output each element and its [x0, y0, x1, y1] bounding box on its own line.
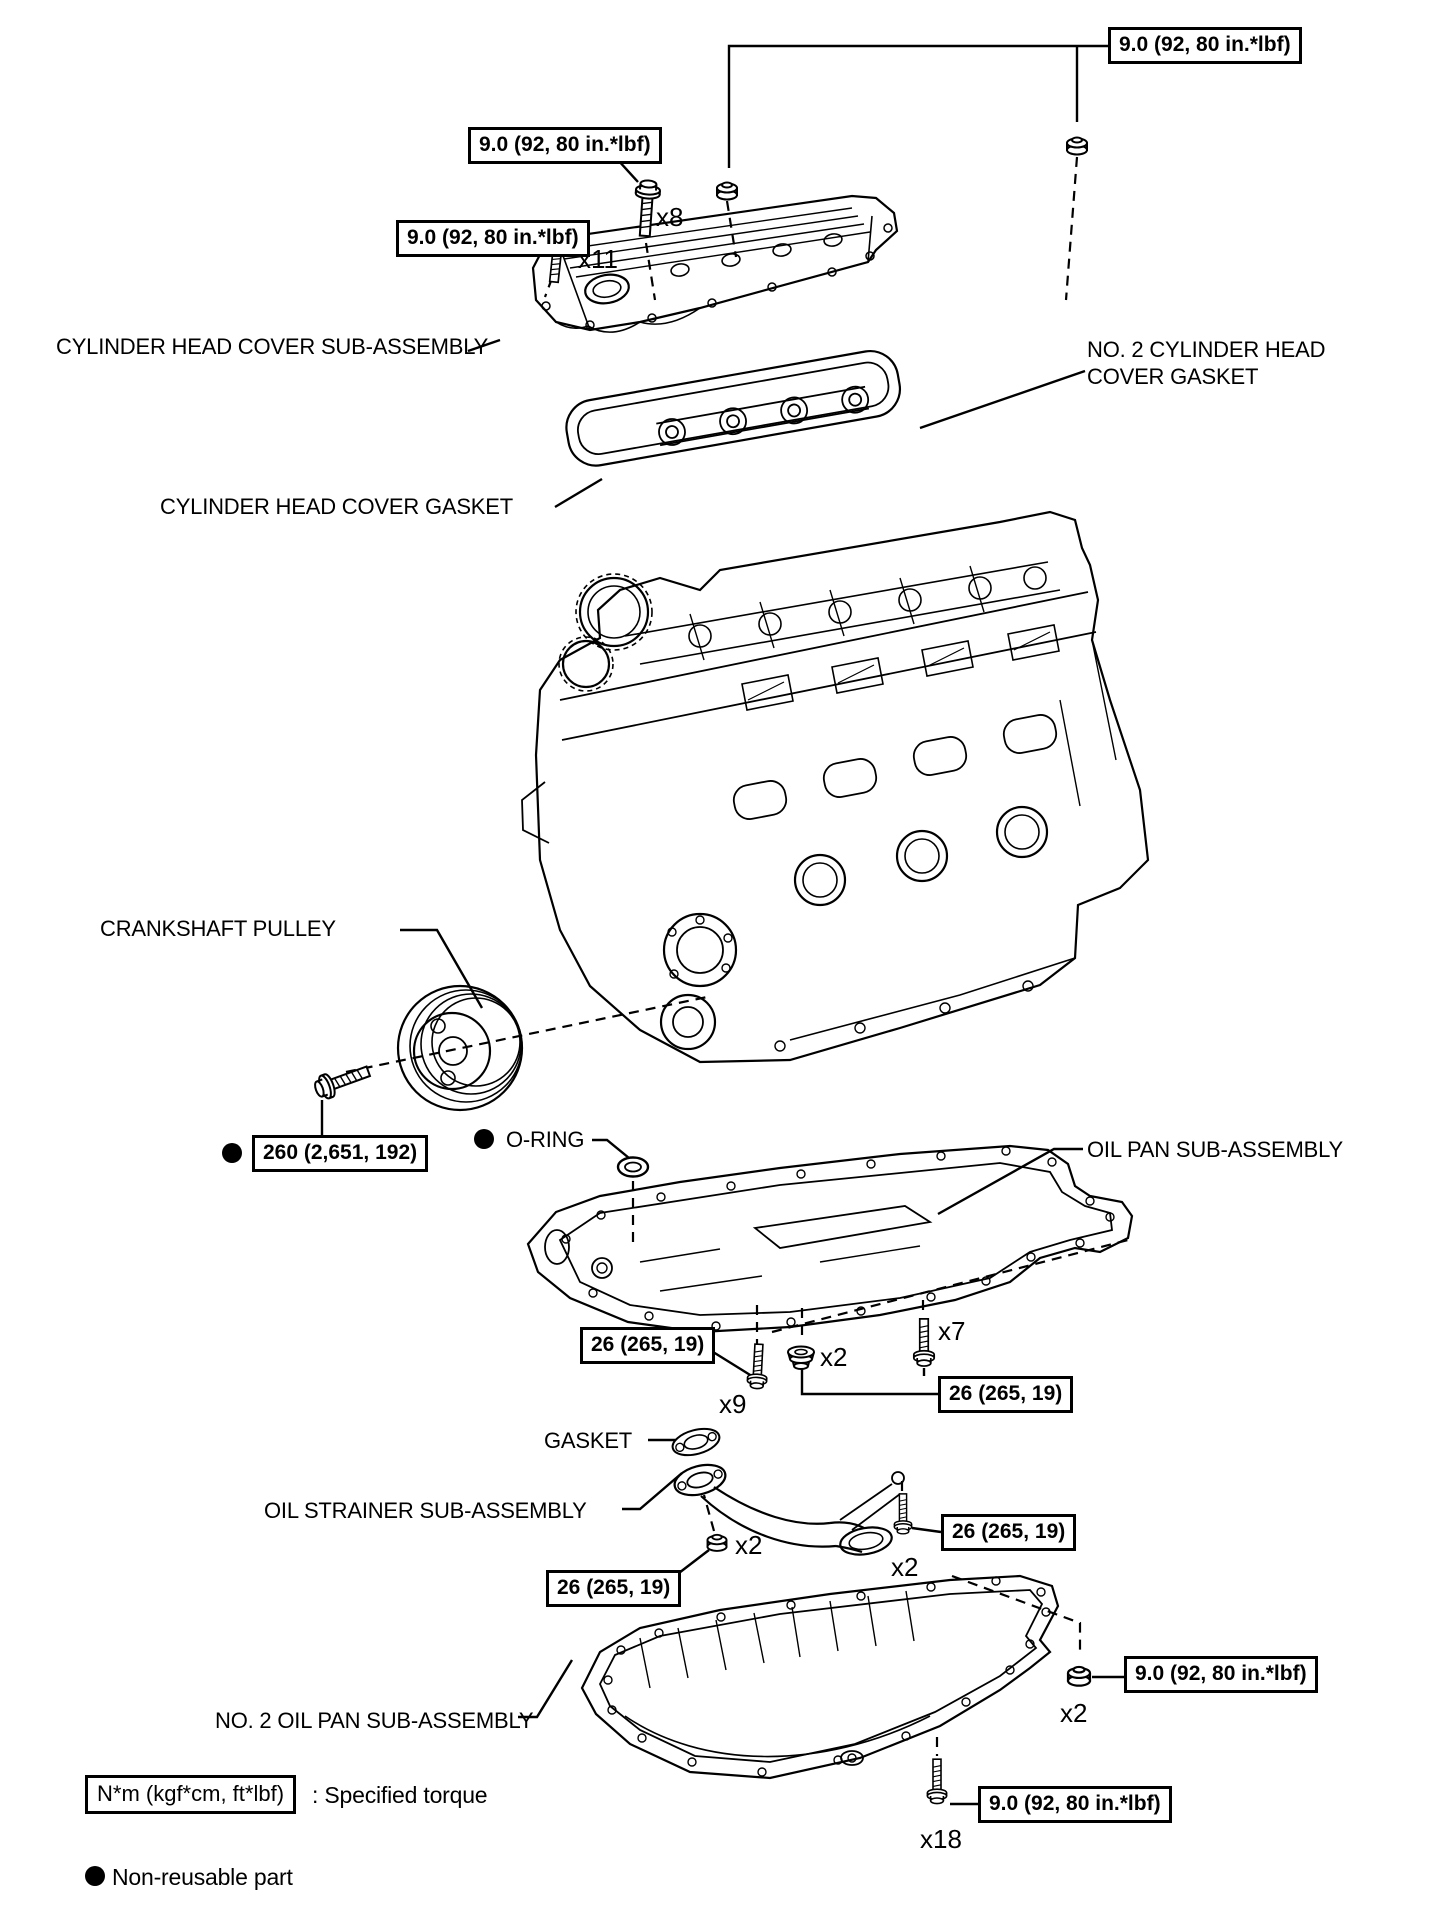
- torque-box-head-cover-nuts: 9.0 (92, 80 in.*lbf): [1108, 27, 1302, 64]
- non-reusable-dot-o-ring: [474, 1129, 494, 1149]
- torque-box-strainer-bolts: 26 (265, 19): [941, 1514, 1077, 1551]
- crankshaft-pulley-drawing: [396, 984, 524, 1112]
- count-strainer-nuts-x2: x2: [735, 1530, 763, 1560]
- engine-block-drawing: [521, 510, 1150, 1064]
- oil-pan-drawing: [526, 1144, 1134, 1334]
- count-oil-pan-bolts-x9: x9: [719, 1389, 747, 1419]
- oil-pan-plug-x2: [787, 1345, 815, 1370]
- legend-torque-unit-box: N*m (kgf*cm, ft*lbf): [85, 1775, 297, 1814]
- head-cover-gasket-drawing: [565, 349, 902, 467]
- torque-box-no2-pan-bolts-x18: 9.0 (92, 80 in.*lbf): [978, 1786, 1172, 1823]
- count-oil-pan-plugs-x2: x2: [820, 1342, 848, 1372]
- count-no2-pan-nuts-x2: x2: [1060, 1698, 1088, 1728]
- crank-pulley-bolt: [310, 1058, 374, 1103]
- label-gasket: GASKET: [544, 1428, 633, 1453]
- torque-box-strainer-nuts: 26 (265, 19): [546, 1570, 682, 1607]
- count-head-cover-bolts-x8: x8: [656, 202, 684, 232]
- count-head-cover-bolts-x11: x11: [578, 244, 618, 274]
- oil-pan-bolt-x7: [912, 1318, 936, 1367]
- oil-strainer-drawing: [673, 1463, 905, 1556]
- torque-box-oil-pan-bolts-x9: 26 (265, 19): [580, 1327, 716, 1364]
- label-no2-oil-pan: NO. 2 OIL PAN SUB-ASSEMBLY: [215, 1708, 534, 1733]
- torque-box-oil-pan-bolts-x7-x2: 26 (265, 19): [938, 1376, 1074, 1413]
- no2-pan-bolt-x18: [926, 1758, 948, 1805]
- label-oil-strainer: OIL STRAINER SUB-ASSEMBLY: [264, 1498, 587, 1523]
- count-no2-pan-bolts-x18: x18: [920, 1824, 962, 1854]
- o-ring-drawing: [616, 1156, 650, 1178]
- no2-pan-nut-x2: [1066, 1665, 1092, 1687]
- non-reusable-dot-crank-bolt: [222, 1143, 242, 1163]
- label-no2-head-cover-gasket-line2: COVER GASKET: [1087, 364, 1259, 389]
- count-oil-pan-side-bolts-x7: x7: [938, 1316, 966, 1346]
- label-head-cover-gasket: CYLINDER HEAD COVER GASKET: [160, 494, 513, 519]
- label-no2-head-cover-gasket: NO. 2 CYLINDER HEAD COVER GASKET: [1087, 336, 1387, 390]
- legend-non-reusable: Non-reusable part: [112, 1864, 293, 1890]
- label-no2-head-cover-gasket-line1: NO. 2 CYLINDER HEAD: [1087, 337, 1326, 362]
- label-oil-pan: OIL PAN SUB-ASSEMBLY: [1087, 1137, 1344, 1162]
- strainer-bolt-x2: [893, 1493, 913, 1535]
- label-o-ring: O-RING: [506, 1127, 585, 1152]
- strainer-nut-x2: [706, 1533, 728, 1552]
- head-cover-nut-left: [716, 181, 738, 201]
- torque-box-head-cover-bolts-x8: 9.0 (92, 80 in.*lbf): [468, 127, 662, 164]
- count-strainer-bolts-x2: x2: [891, 1552, 919, 1582]
- oil-pan-bolt-x9: [746, 1342, 770, 1390]
- torque-box-crank-pulley-bolt: 260 (2,651, 192): [252, 1135, 429, 1172]
- strainer-gasket-drawing: [671, 1427, 721, 1457]
- torque-box-no2-pan-nuts: 9.0 (92, 80 in.*lbf): [1124, 1656, 1318, 1693]
- no2-oil-pan-drawing: [580, 1574, 1060, 1780]
- label-crankshaft-pulley: CRANKSHAFT PULLEY: [100, 916, 336, 941]
- label-cylinder-head-cover: CYLINDER HEAD COVER SUB-ASSEMBLY: [56, 334, 489, 359]
- head-cover-nut-right: [1066, 136, 1088, 156]
- legend-torque-desc: : Specified torque: [312, 1782, 488, 1808]
- non-reusable-dot-legend: [85, 1866, 105, 1886]
- torque-box-head-cover-bolts-x11: 9.0 (92, 80 in.*lbf): [396, 220, 590, 257]
